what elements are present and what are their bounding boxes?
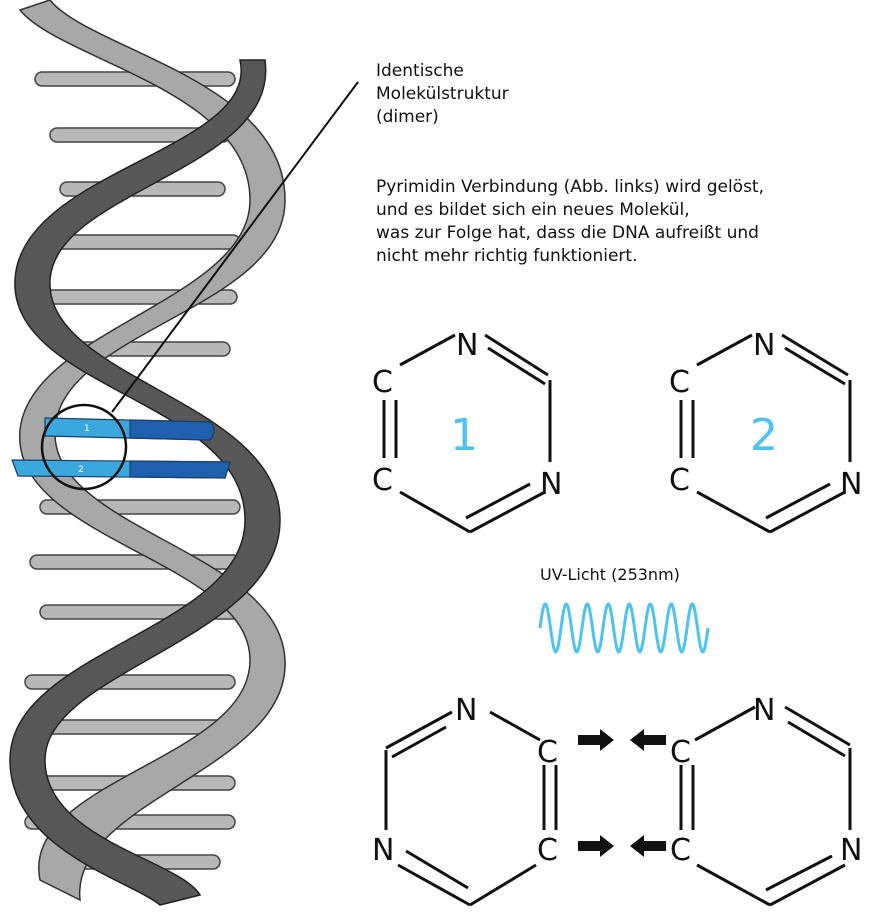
callout-line-3: (dimer): [376, 107, 439, 127]
molecule-1-atom-c-bottom: C: [372, 463, 393, 498]
highlight-label-1: 1: [84, 424, 90, 434]
dimer-atom-n-bottom-left: N: [372, 833, 394, 868]
dimer-atom-n-top-right: N: [753, 693, 775, 728]
highlighted-base-1-dark: [129, 419, 215, 441]
description-line-2: und es bildet sich ein neues Molekül,: [376, 200, 690, 220]
molecule-1-atom-n-right: N: [540, 467, 562, 502]
dimer-right-ring: [679, 705, 852, 907]
dimer-left-ring: [384, 710, 558, 907]
molecule-2-atom-n-right: N: [840, 467, 862, 502]
dna-helix: 1 2: [9, 0, 286, 906]
arrow-left-icon: [630, 729, 666, 751]
molecule-1-atom-n-top: N: [456, 328, 478, 363]
description-line-4: nicht mehr richtig funktioniert.: [376, 246, 638, 266]
arrow-right-icon: [578, 729, 614, 751]
dimer-atom-n-bottom-right: N: [840, 833, 862, 868]
molecule-2-atom-c-bottom: C: [669, 463, 690, 498]
description-text: Pyrimidin Verbindung (Abb. links) wird g…: [376, 176, 856, 268]
uv-light-label: UV-Licht (253nm): [540, 565, 680, 584]
description-line-1: Pyrimidin Verbindung (Abb. links) wird g…: [376, 177, 765, 197]
molecule-1: [382, 333, 552, 534]
highlighted-base-2-dark: [129, 460, 231, 479]
dimer-bond-arrows: [578, 729, 666, 857]
arrow-left-icon: [630, 835, 666, 857]
callout-line-2: Molekülstruktur: [376, 84, 509, 104]
uv-wave: [538, 602, 710, 654]
arrow-right-icon: [578, 835, 614, 857]
dimer-atom-n-top-left: N: [455, 693, 477, 728]
magnifier-circle: [40, 403, 128, 491]
molecule-2-label: 2: [750, 410, 778, 461]
molecule-2-atom-n-top: N: [753, 328, 775, 363]
description-line-3: was zur Folge hat, dass die DNA aufreißt…: [376, 223, 759, 243]
dna-strand-dark: [9, 59, 281, 906]
dna-strand-light: [18, 0, 286, 902]
molecule-2-atom-c-top: C: [669, 365, 690, 400]
dimer-atom-c-top-right: C: [670, 735, 691, 770]
dimer-atom-c-top-left: C: [537, 735, 558, 770]
molecule-2: [679, 333, 852, 534]
callout-text: Identische Molekülstruktur (dimer): [376, 60, 509, 129]
molecule-1-atom-c-top: C: [372, 365, 393, 400]
dimer-atom-c-bottom-right: C: [670, 833, 691, 868]
highlighted-pyrimidine-pair: 1 2: [11, 417, 231, 479]
callout-line-1: Identische: [376, 61, 464, 81]
callout-line: [111, 81, 359, 413]
molecule-1-label: 1: [450, 410, 478, 461]
dimer-atom-c-bottom-left: C: [537, 833, 558, 868]
highlight-label-2: 2: [78, 465, 84, 475]
